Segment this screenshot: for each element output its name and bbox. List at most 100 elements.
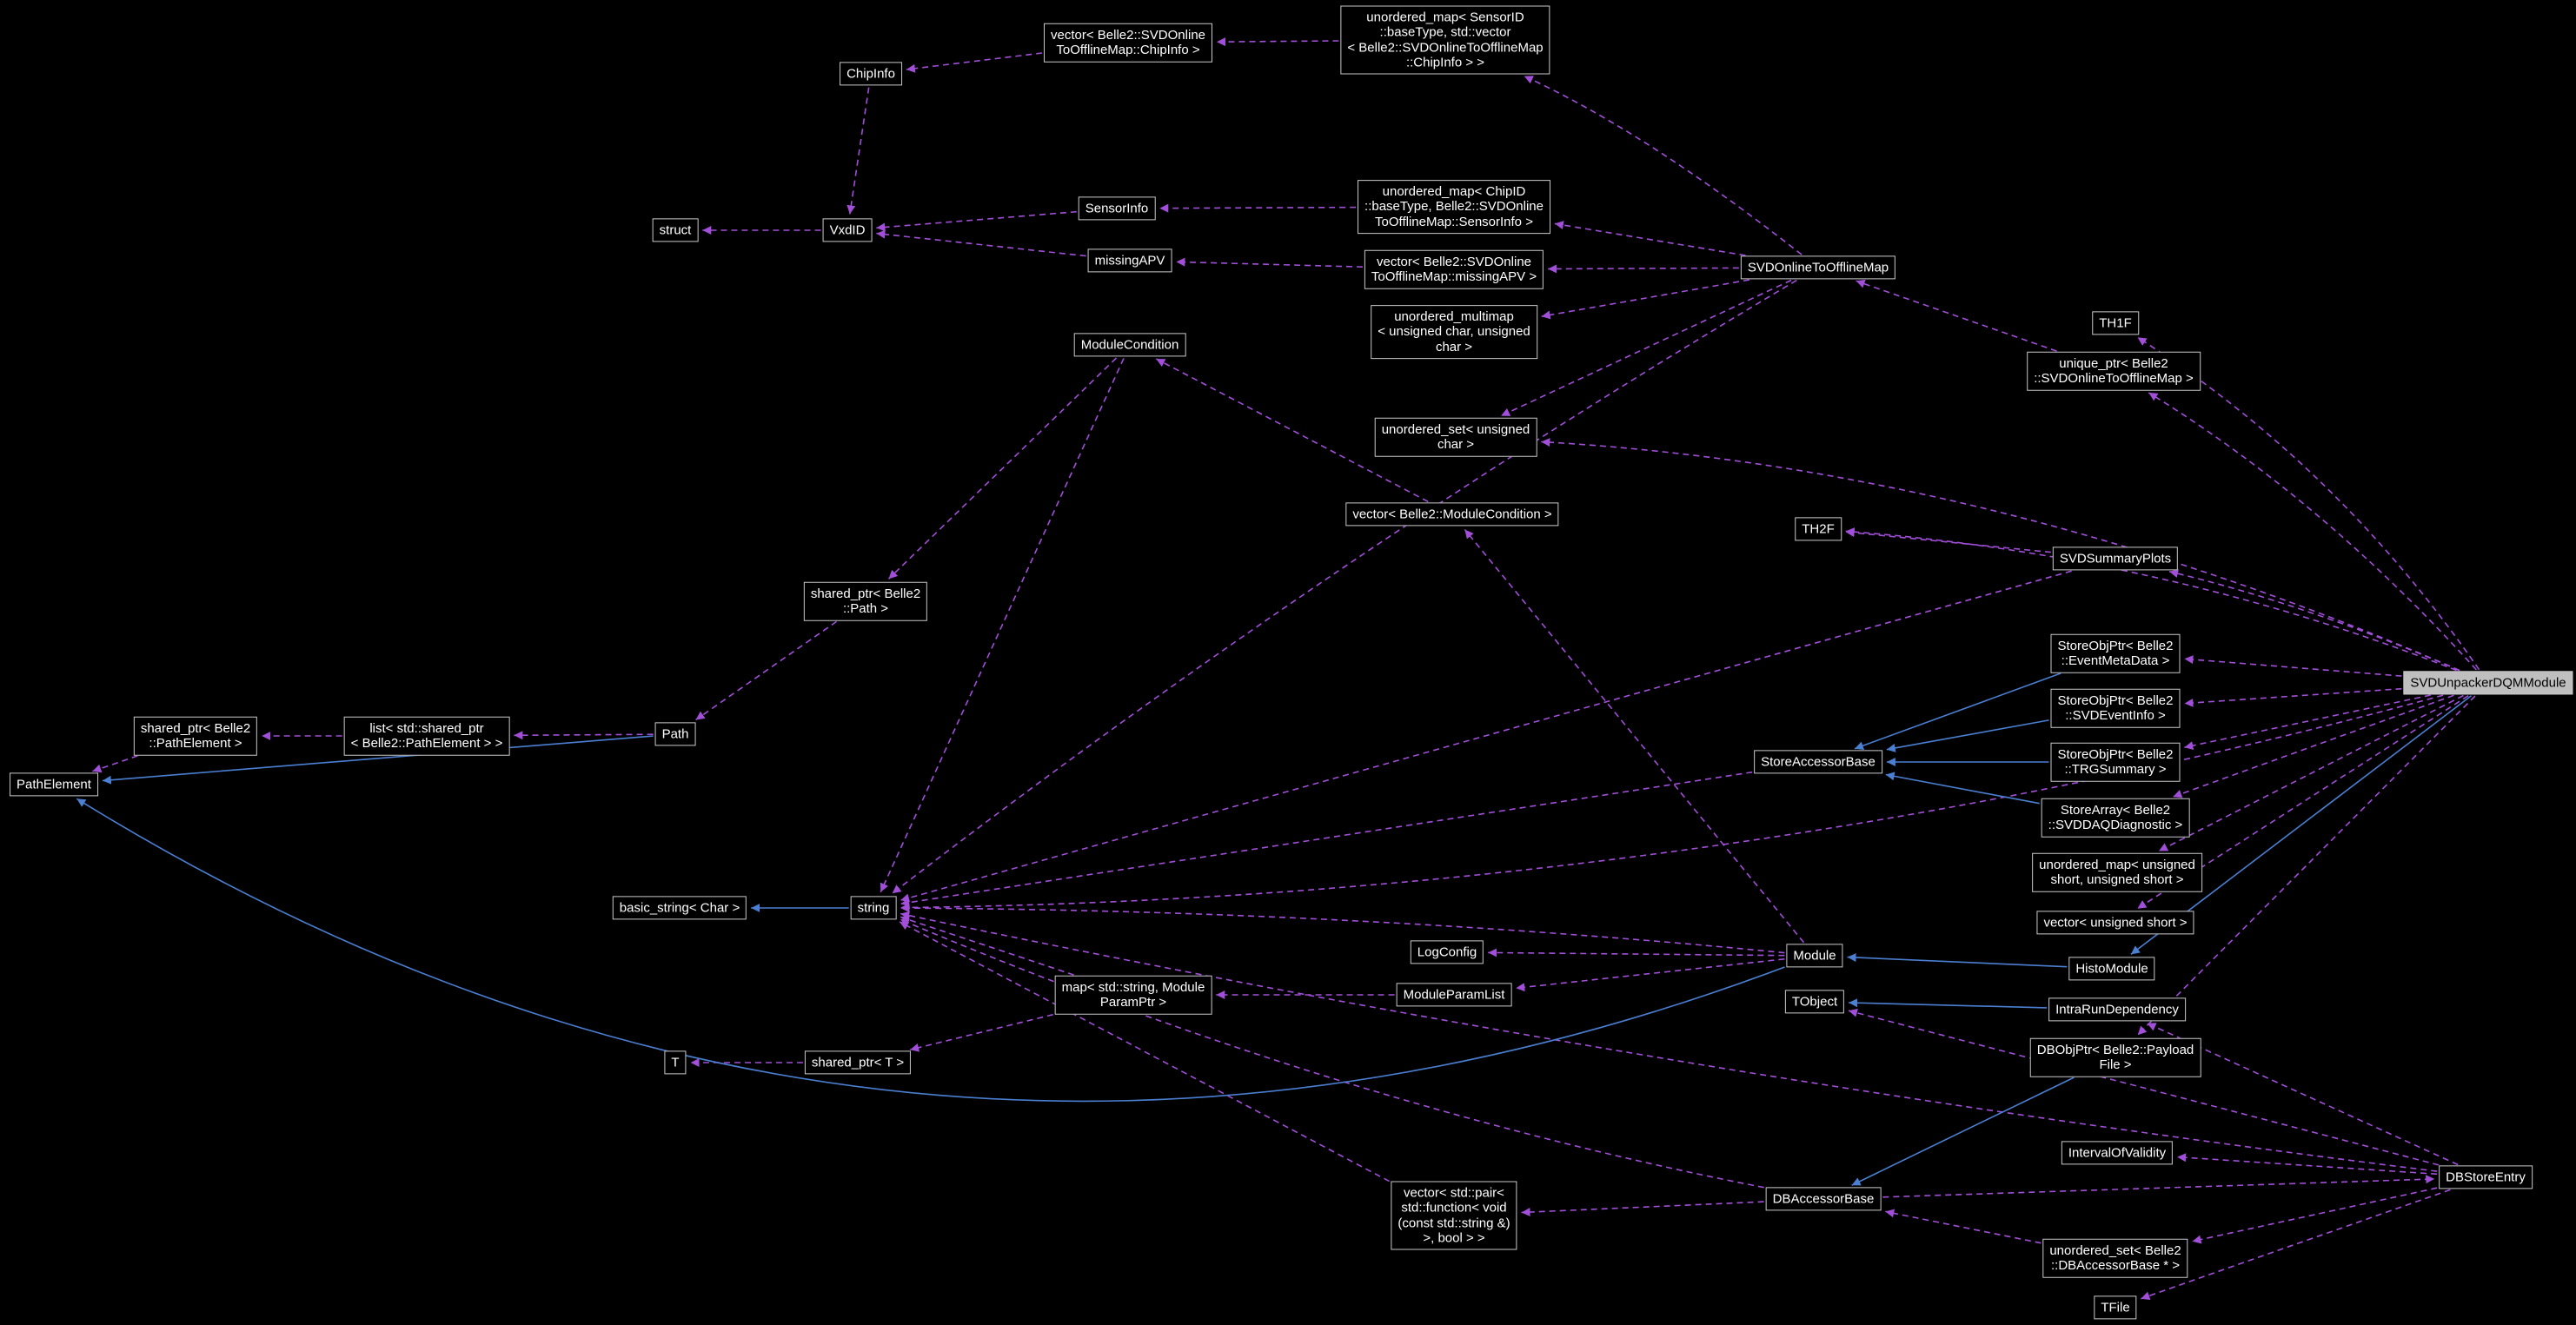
edge-svdonlinemap-string_node: [892, 279, 1797, 894]
edge-path-list_sharedptr: [514, 731, 654, 740]
edge-map_paramptr-string_node: [900, 915, 1074, 976]
node-sensorinfo[interactable]: SensorInfo: [1078, 196, 1156, 221]
edge-histomodule-module: [1847, 953, 2068, 968]
node-uset_uchar[interactable]: unordered_set< unsigned char >: [1374, 417, 1537, 457]
node-dbaccessor[interactable]: DBAccessorBase: [1765, 1187, 1882, 1211]
edge-uset_dbaccessor-dbaccessor: [1885, 1209, 2042, 1244]
edge-svdunpacker-uset_uchar: [1541, 438, 2460, 672]
edge-module-moduleparamlist: [1516, 958, 1785, 992]
node-modulecondition[interactable]: ModuleCondition: [1073, 333, 1186, 357]
node-sharedptr_t[interactable]: shared_ptr< T >: [804, 1050, 912, 1075]
edge-svdunpacker-string_node: [900, 694, 2444, 912]
node-string_node[interactable]: string: [850, 896, 897, 920]
node-tobject[interactable]: TObject: [1784, 990, 1845, 1014]
node-list_sharedptr[interactable]: list< std::shared_ptr < Belle2::PathElem…: [343, 716, 510, 756]
edge-umap_chipid-sensorinfo: [1159, 203, 1357, 213]
edge-svdunpacker-vec_ushort: [2136, 695, 2469, 910]
edge-vec_missingapv-missingapv: [1176, 257, 1363, 268]
edge-storeobj_svdevt-storeaccessor: [1886, 719, 2049, 752]
edge-module-logconfig: [1488, 948, 1785, 957]
edge-intrarun-tobject: [1849, 998, 2048, 1009]
node-moduleparamlist[interactable]: ModuleParamList: [1396, 983, 1512, 1007]
edge-dbstoreentry-intervalvalidity: [2177, 1153, 2438, 1176]
edge-svdunpacker-dbobjptr: [2137, 695, 2476, 1036]
node-svdunpacker[interactable]: SVDUnpackerDQMModule: [2403, 671, 2573, 695]
node-umap_ushort[interactable]: unordered_map< unsigned short, unsigned …: [2032, 852, 2202, 892]
node-t_node[interactable]: T: [664, 1050, 687, 1075]
edge-vec_pair_func-string_node: [899, 921, 1390, 1183]
node-chipinfo[interactable]: ChipInfo: [840, 62, 902, 86]
edge-sharedptr_pathelem-pathelement: [92, 755, 138, 773]
edge-svdonlinemap-umap_sensorid: [1524, 75, 1803, 255]
node-uniqueptr_map[interactable]: unique_ptr< Belle2 ::SVDOnlineToOfflineM…: [2027, 351, 2201, 391]
edge-dbaccessor-string_node: [900, 918, 1764, 1189]
edge-dbstoreentry-tobject: [1848, 1008, 2440, 1166]
node-basicstring[interactable]: basic_string< Char >: [612, 896, 747, 920]
node-umultimap[interactable]: unordered_multimap < unsigned char, unsi…: [1371, 305, 1537, 359]
node-logconfig[interactable]: LogConfig: [1410, 940, 1484, 964]
node-vec_ushort[interactable]: vector< unsigned short >: [2036, 911, 2194, 935]
edge-modulecondition-sharedptr_path: [887, 357, 1118, 580]
node-vxdid[interactable]: VxdID: [822, 218, 873, 242]
node-pathelement[interactable]: PathElement: [10, 772, 98, 797]
node-umap_sensorid[interactable]: unordered_map< SensorID ::baseType, std:…: [1340, 5, 1550, 75]
edge-module-string_node: [900, 904, 1785, 954]
node-histomodule[interactable]: HistoModule: [2068, 957, 2155, 981]
edge-sensorinfo-vxdid: [876, 210, 1077, 232]
edge-missingapv-vxdid: [876, 229, 1086, 257]
edge-map_paramptr-sharedptr_t: [910, 1013, 1053, 1052]
edge-storearray_diag-storeaccessor: [1885, 772, 2040, 805]
node-vec_missingapv[interactable]: vector< Belle2::SVDOnline ToOfflineMap::…: [1364, 249, 1544, 289]
edge-svdunpacker-storeobj_svdevt: [2184, 687, 2402, 707]
node-uset_dbaccessor[interactable]: unordered_set< Belle2 ::DBAccessorBase *…: [2042, 1238, 2188, 1278]
node-th2f[interactable]: TH2F: [1795, 517, 1842, 541]
node-tfile[interactable]: TFile: [2094, 1295, 2137, 1320]
edge-svdunpacker-uniqueptr_map: [2148, 392, 2477, 671]
edge-storeobj_evtmeta-storeaccessor: [1854, 672, 2061, 750]
edge-module-vec_modcond: [1464, 528, 1805, 944]
edge-module-pathelement: [76, 798, 1785, 1103]
edge-dbaccessor-dbstoreentry: [1882, 1175, 2435, 1198]
node-vec_pair_func[interactable]: vector< std::pair< std::function< void (…: [1391, 1181, 1517, 1250]
node-svdsummaryplots[interactable]: SVDSummaryPlots: [2052, 547, 2179, 571]
edge-svdunpacker-storearray_diag: [2173, 694, 2454, 798]
node-missingapv[interactable]: missingAPV: [1087, 248, 1172, 273]
node-dbstoreentry[interactable]: DBStoreEntry: [2439, 1165, 2533, 1189]
edge-dbaccessor-vec_pair_func: [1521, 1201, 1764, 1217]
node-intrarun[interactable]: IntraRunDependency: [2048, 997, 2186, 1022]
node-struct_node[interactable]: struct: [652, 218, 699, 242]
node-sharedptr_pathelem[interactable]: shared_ptr< Belle2 ::PathElement >: [133, 716, 258, 756]
edge-svdunpacker-th1f: [2137, 336, 2480, 671]
node-path[interactable]: Path: [654, 722, 696, 746]
node-intervalvalidity[interactable]: IntervalOfValidity: [2061, 1141, 2174, 1165]
node-vec_modcond[interactable]: vector< Belle2::ModuleCondition >: [1345, 502, 1559, 527]
node-storeobj_evtmeta[interactable]: StoreObjPtr< Belle2 ::EventMetaData >: [2050, 633, 2181, 673]
node-storeobj_trg[interactable]: StoreObjPtr< Belle2 ::TRGSummary >: [2050, 742, 2181, 782]
edge-dbstoreentry-tfile: [2141, 1189, 2451, 1301]
node-module[interactable]: Module: [1786, 944, 1843, 968]
edge-svdsummaryplots-th2f: [1845, 528, 2051, 553]
node-storeobj_svdevt[interactable]: StoreObjPtr< Belle2 ::SVDEventInfo >: [2050, 688, 2181, 728]
node-storeaccessor[interactable]: StoreAccessorBase: [1754, 750, 1882, 774]
node-storearray_diag[interactable]: StoreArray< Belle2 ::SVDDAQDiagnostic >: [2041, 798, 2190, 838]
edge-svdunpacker-th2f: [1845, 527, 2457, 672]
node-svdonlinemap[interactable]: SVDOnlineToOfflineMap: [1740, 255, 1896, 280]
node-map_paramptr[interactable]: map< std::string, Module ParamPtr >: [1054, 975, 1212, 1015]
edge-svdonlinemap-uset_uchar: [1500, 279, 1792, 417]
node-vec_chipinfo[interactable]: vector< Belle2::SVDOnline ToOfflineMap::…: [1043, 23, 1213, 63]
edge-path-pathelement: [102, 735, 654, 785]
node-dbobjptr[interactable]: DBObjPtr< Belle2::Payload File >: [2029, 1037, 2201, 1077]
edge-svdunpacker-storeobj_trg: [2184, 694, 2431, 751]
node-sharedptr_path[interactable]: shared_ptr< Belle2 ::Path >: [803, 581, 928, 621]
edge-svdonlinemap-umultimap: [1541, 279, 1750, 320]
node-umap_chipid[interactable]: unordered_map< ChipID ::baseType, Belle2…: [1358, 180, 1550, 234]
edge-uniqueptr_map-svdonlinemap: [1856, 279, 2057, 352]
edge-umap_sensorid-vec_chipinfo: [1216, 37, 1339, 47]
edge-vec_chipinfo-chipinfo: [906, 52, 1043, 73]
edge-svdsummaryplots-string_node: [900, 570, 2072, 903]
edge-storeaccessor-string_node: [900, 771, 1753, 907]
node-th1f[interactable]: TH1F: [2092, 311, 2139, 335]
edge-dbobjptr-dbaccessor: [1851, 1077, 2075, 1186]
